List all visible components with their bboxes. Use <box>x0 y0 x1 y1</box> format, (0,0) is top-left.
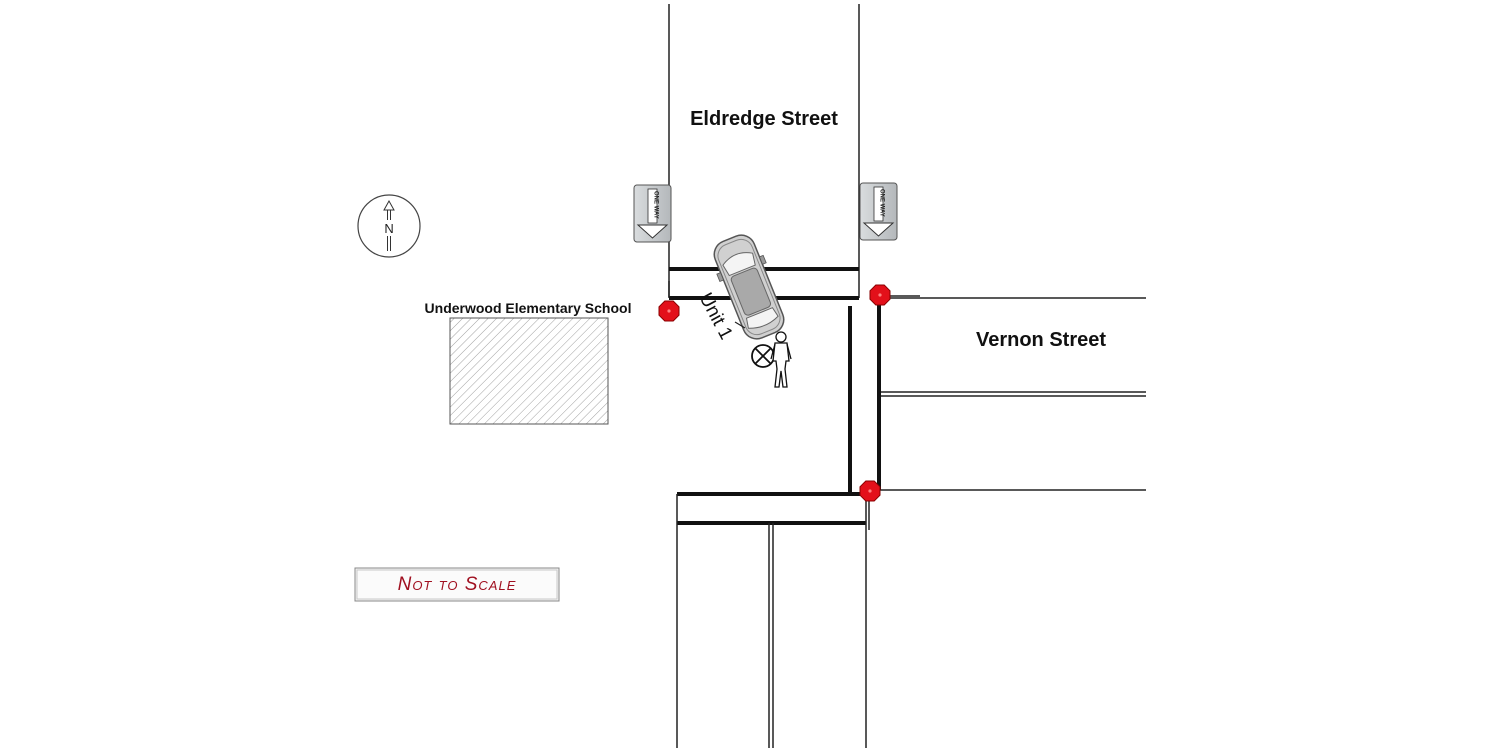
pedestrian-icon <box>770 331 792 388</box>
south-street-road <box>676 492 870 748</box>
vernon-street-road <box>848 295 1146 494</box>
one-way-sign-right-text: ONE WAY <box>879 189 885 217</box>
not-to-scale-badge: Not to Scale <box>354 567 560 602</box>
school-label: Underwood Elementary School <box>425 300 632 316</box>
vernon-street-label: Vernon Street <box>976 329 1106 351</box>
vehicle-unit-1 <box>713 234 785 340</box>
eldredge-street-road <box>668 4 860 300</box>
stop-sign-northeast <box>869 284 891 306</box>
school-building <box>449 317 609 425</box>
impact-marker-icon <box>751 344 775 368</box>
stop-sign-southeast <box>859 480 881 502</box>
not-to-scale-text: Not to Scale <box>398 574 517 595</box>
stop-sign-northwest <box>658 281 680 322</box>
one-way-sign-left: ONE WAY <box>633 184 672 243</box>
one-way-sign-left-text: ONE WAY <box>653 191 659 219</box>
eldredge-street-label: Eldredge Street <box>690 108 838 130</box>
north-letter: N <box>384 221 393 236</box>
one-way-sign-right: ONE WAY <box>859 182 898 241</box>
north-arrow-icon: N <box>357 194 421 258</box>
